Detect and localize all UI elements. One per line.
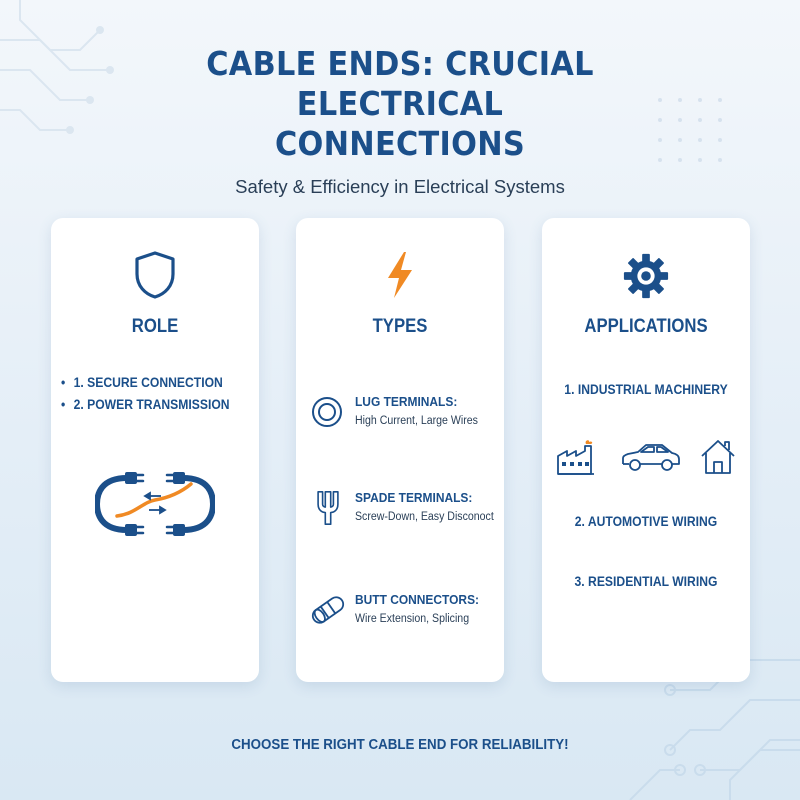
car-icon xyxy=(622,444,680,471)
ring-lug-icon xyxy=(312,397,342,427)
type-description: Screw-Down, Easy Disconoct xyxy=(355,511,494,523)
role-list: •1. SECURE CONNECTION •2. POWER TRANSMIS… xyxy=(61,372,248,416)
footer-tagline: CHOOSE THE RIGHT CABLE END FOR RELIABILI… xyxy=(231,737,569,753)
application-icons xyxy=(556,438,740,478)
application-item: 2. AUTOMOTIVE WIRING xyxy=(574,514,718,529)
shield-icon xyxy=(135,251,175,299)
page-subtitle: Safety & Efficiency in Electrical System… xyxy=(235,176,565,197)
application-item: 1. INDUSTRIAL MACHINERY xyxy=(564,382,728,397)
butt-connector-icon xyxy=(311,596,345,624)
page-header: CABLE ENDS: CRUCIAL ELECTRICAL CONNECTIO… xyxy=(0,44,800,198)
lightning-bolt-icon xyxy=(388,252,412,298)
type-name: BUTT CONNECTORS: xyxy=(355,592,480,607)
types-card: TYPES LUG TERMINALS: High Current, Large… xyxy=(296,218,504,682)
list-item: •1. SECURE CONNECTION xyxy=(61,375,223,390)
role-title: ROLE xyxy=(131,316,179,337)
applications-card: APPLICATIONS 1. INDUSTRIAL MACHINERY xyxy=(542,218,750,682)
spade-terminal-icon xyxy=(317,490,339,526)
cable-connection-icon xyxy=(95,472,215,536)
factory-icon xyxy=(557,440,594,475)
role-card: ROLE •1. SECURE CONNECTION •2. POWER TRA… xyxy=(51,218,259,682)
application-item: 3. RESIDENTIAL WIRING xyxy=(574,574,718,589)
type-item-spade: SPADE TERMINALS: Screw-Down, Easy Discon… xyxy=(310,490,500,540)
applications-title: APPLICATIONS xyxy=(584,316,708,337)
types-title: TYPES xyxy=(372,316,428,337)
house-icon xyxy=(701,440,735,474)
page-title: CABLE ENDS: CRUCIAL ELECTRICAL CONNECTIO… xyxy=(206,44,594,163)
type-item-lug: LUG TERMINALS: High Current, Large Wires xyxy=(310,394,500,444)
type-description: High Current, Large Wires xyxy=(355,415,478,427)
type-name: SPADE TERMINALS: xyxy=(355,490,473,505)
type-name: LUG TERMINALS: xyxy=(355,394,458,409)
type-item-butt: BUTT CONNECTORS: Wire Extension, Splicin… xyxy=(310,592,500,642)
gear-icon xyxy=(623,253,669,299)
list-item: •2. POWER TRANSMISSION xyxy=(61,397,230,412)
type-description: Wire Extension, Splicing xyxy=(355,613,470,625)
